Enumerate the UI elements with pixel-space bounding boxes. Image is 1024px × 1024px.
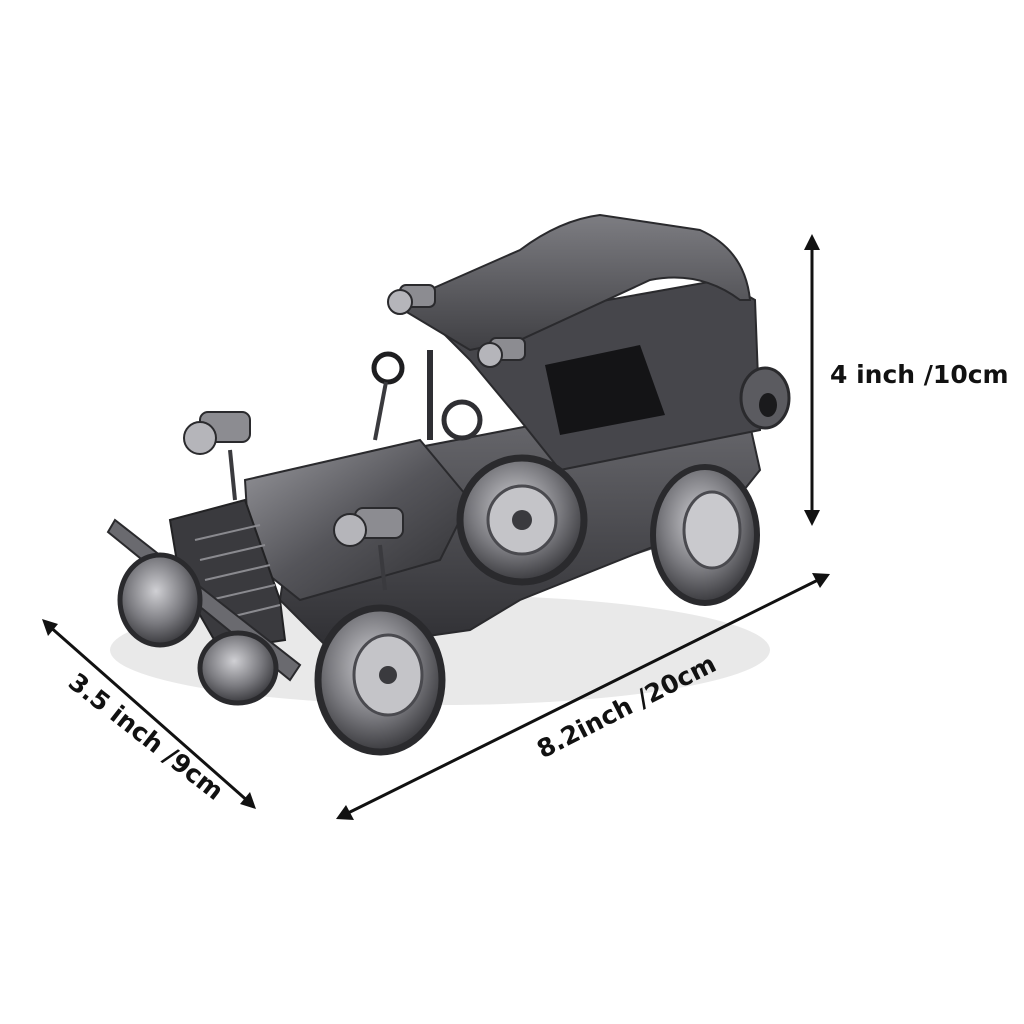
front-wheel-left: [197, 630, 279, 706]
height-arrow: [804, 234, 820, 526]
width-arrow: [42, 619, 256, 809]
roof-lamps: [387, 284, 526, 368]
car-window: [545, 345, 665, 435]
steering-wheel: [441, 399, 483, 441]
spare-wheel: [456, 454, 588, 586]
car-roof: [392, 213, 752, 352]
headlight-right: [333, 507, 404, 591]
grille-lines: [194, 524, 281, 621]
headlight-left: [183, 411, 251, 501]
front-wheel-near: [314, 604, 446, 756]
height-dimension-label: 4 inch /10cm: [830, 360, 1009, 389]
horn-ring: [371, 351, 405, 385]
rear-wheel-far: [650, 464, 760, 606]
length-arrow: [336, 573, 830, 820]
front-wheel-far: [117, 552, 203, 648]
